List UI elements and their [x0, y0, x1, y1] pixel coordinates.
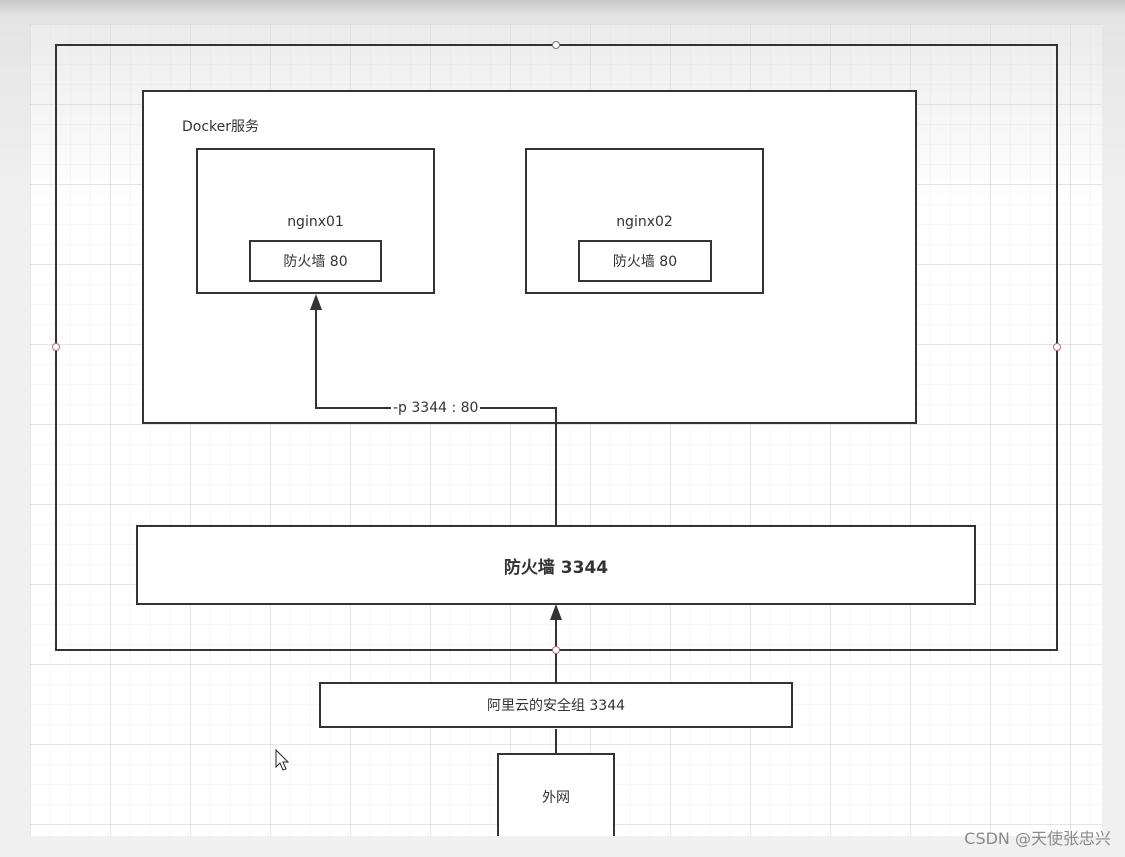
- host-firewall-box[interactable]: 防火墙 3344: [136, 525, 976, 605]
- nginx01-label: nginx01: [287, 214, 344, 230]
- nginx01-firewall-label: 防火墙 80: [283, 254, 348, 270]
- nginx02-label: nginx02: [616, 214, 673, 230]
- bottom-strip: [0, 836, 1125, 857]
- port-mapping-label: -p 3344 : 80: [391, 400, 481, 416]
- nginx02-firewall-box[interactable]: 防火墙 80: [578, 240, 712, 282]
- nginx01-firewall-box[interactable]: 防火墙 80: [249, 240, 382, 282]
- aliyun-security-group-label: 阿里云的安全组 3344: [486, 698, 626, 714]
- host-firewall-label: 防火墙 3344: [503, 557, 609, 578]
- external-network-label: 外网: [542, 790, 570, 806]
- aliyun-security-group-box[interactable]: 阿里云的安全组 3344: [319, 682, 793, 728]
- nginx02-firewall-label: 防火墙 80: [612, 254, 678, 270]
- csdn-watermark: CSDN @天使张忠兴: [964, 829, 1111, 848]
- docker-service-label: Docker服务: [182, 119, 260, 135]
